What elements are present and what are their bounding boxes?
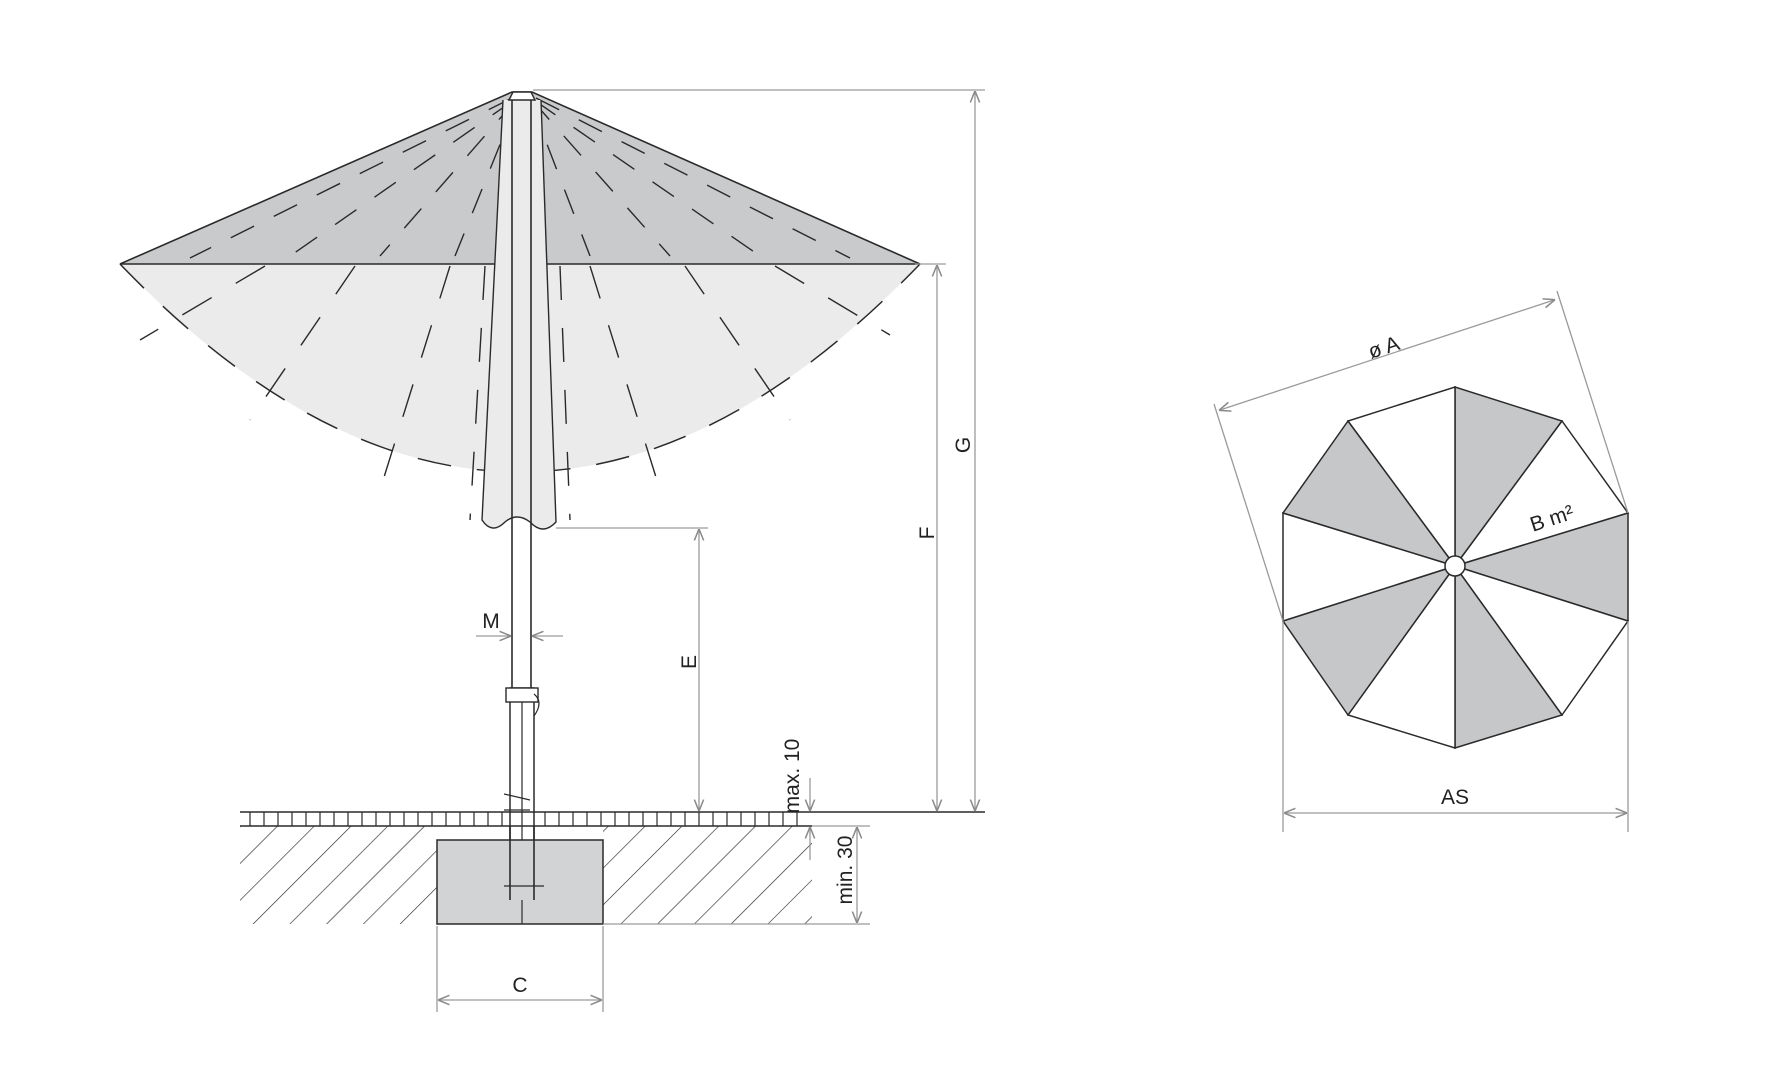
label-G: G <box>952 437 975 453</box>
canopy-ribs-bottom <box>139 265 891 521</box>
dimension-min-30: min. 30 <box>603 825 870 925</box>
dimension-M: M <box>476 610 563 636</box>
dimension-E: E <box>556 527 708 810</box>
top-cap <box>507 91 537 101</box>
soil-hatch <box>240 826 812 924</box>
center-hub <box>1444 555 1466 577</box>
label-F: F <box>916 527 939 540</box>
label-min-30: min. 30 <box>834 836 857 905</box>
dimension-C: C <box>436 926 604 1012</box>
ground-surface <box>240 811 985 827</box>
dimension-G: G <box>533 89 985 810</box>
foundation-block <box>436 839 604 925</box>
dimension-max-10: max. 10 <box>781 739 810 860</box>
label-E: E <box>678 655 701 669</box>
dimension-spread: AS <box>1282 621 1629 832</box>
label-diameter: ø A <box>1365 332 1402 364</box>
label-C: C <box>512 974 527 997</box>
canopy-ribs-top <box>189 97 851 259</box>
label-max-10: max. 10 <box>781 739 804 814</box>
pole-clamp <box>505 687 539 703</box>
label-M: M <box>482 610 500 633</box>
label-spread: AS <box>1441 786 1469 809</box>
side-view: G F E M max. 10 <box>119 89 985 1012</box>
dimension-F: F <box>915 263 946 810</box>
top-view: ø A B m² AS <box>1213 290 1630 832</box>
canopy-fold <box>481 99 557 530</box>
